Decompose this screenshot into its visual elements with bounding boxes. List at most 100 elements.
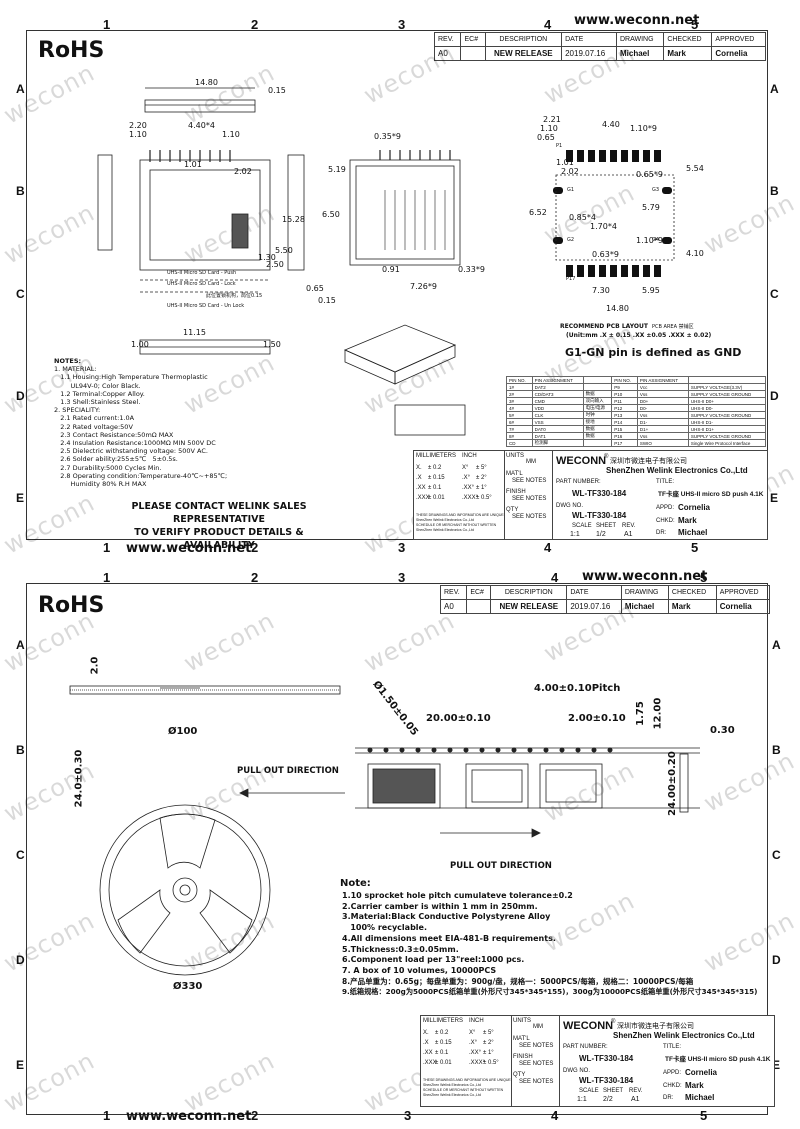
- column-number: 3: [398, 17, 406, 32]
- pin-header: PIN NO.: [506, 376, 533, 384]
- tb-label: FINISH: [506, 489, 526, 495]
- note-line: 2. SPECIALITY:: [54, 406, 101, 415]
- note-line: 2.Carrier camber is within 1 mm in 250mm…: [342, 901, 538, 911]
- rev-cell: Michael: [615, 46, 665, 61]
- row-letter: A: [16, 82, 25, 96]
- rev-header: CHECKED: [663, 32, 713, 47]
- pin-cell: UHS-II D0-: [687, 404, 767, 412]
- tb-cell: .X°: [469, 1040, 478, 1046]
- column-number: 5: [700, 1108, 708, 1123]
- dim-label: 1.10: [129, 130, 147, 139]
- note-line: 1.1 Housing:High Temperature Thermoplast…: [54, 373, 208, 382]
- dim-label: 0.33*9: [458, 265, 485, 274]
- dim-label: 2.02: [234, 167, 252, 176]
- tb-cell: ± 0.15: [435, 1040, 452, 1046]
- tb-cell: .XXX: [416, 495, 430, 501]
- row-letter: E: [16, 1058, 25, 1072]
- pin-cell: D0+: [636, 397, 689, 405]
- note-line: 6.Component load per 13"reel:1000 pcs.: [342, 955, 525, 965]
- pin-cell: Single Wire Protocol Interface: [687, 439, 767, 447]
- column-number: 4: [551, 570, 559, 585]
- tb-small: SCHEDULE OR MERCHANT WITHOUT WRITTEN: [423, 1088, 504, 1092]
- dr-label: DR:: [656, 530, 667, 536]
- dim-label: 15.28: [282, 215, 305, 224]
- pin-cell: 双向输入: [582, 397, 613, 405]
- website-link[interactable]: www.weconn.net: [126, 1109, 252, 1124]
- pin-cell: 5#: [506, 411, 533, 419]
- dim-label: 7.26*9: [410, 282, 437, 291]
- row-letter: D: [772, 953, 781, 967]
- pin-cell: CD/DAT3: [531, 390, 584, 398]
- pin-cell: UHS-II D0+: [687, 397, 767, 405]
- pin-cell: 4#: [506, 404, 533, 412]
- chkd-label: CHKD:: [663, 1083, 682, 1089]
- pin-cell: 2#: [506, 390, 533, 398]
- sheet-frame: [26, 583, 768, 1115]
- material-box: UNITS MM MAT'L SEE NOTES FINISH SEE NOTE…: [504, 451, 553, 539]
- dim-label: Ø100: [168, 726, 198, 737]
- dim-label: 1.01: [556, 158, 574, 167]
- company-name: ShenZhen Welink Electronics Co.,Ltd: [613, 1031, 755, 1040]
- pin-cell: P14: [611, 418, 638, 426]
- rohs-mark: RoHS: [38, 593, 105, 618]
- note-line: 2.3 Contact Resistance:50mΩ MAX: [54, 430, 174, 439]
- pin-cell: 数据: [582, 425, 613, 433]
- dim-label: 2.00±0.10: [568, 713, 626, 724]
- website-link[interactable]: www.weconn.net: [582, 569, 708, 584]
- column-number: 1: [103, 540, 111, 555]
- note-line: 1. MATERIAL:: [54, 365, 97, 374]
- pin-cell: 数据: [582, 390, 613, 398]
- tb-label: UNITS: [506, 453, 524, 459]
- website-link[interactable]: www.weconn.net: [574, 13, 700, 28]
- tolerance-box: MILLIMETERS INCH X. ± 0.2 X° ± 5° .X ± 0…: [414, 451, 505, 539]
- column-number: 5: [691, 540, 699, 555]
- tb-small: ShenZhen Welink Electronics Co.,Ltd: [416, 528, 474, 532]
- chkd-label: CHKD:: [656, 518, 675, 524]
- tb-cell: .XXX°: [462, 495, 479, 501]
- tb-value: SEE NOTES: [512, 478, 547, 484]
- tb-label: QTY: [513, 1072, 526, 1078]
- dim-label: 5.54: [686, 164, 704, 173]
- tb-label: MAT'L: [506, 471, 523, 477]
- website-link[interactable]: www.weconn.net: [126, 541, 252, 556]
- rev-label: REV.: [629, 1088, 643, 1094]
- pin-cell: D1+: [636, 425, 689, 433]
- pin-cell: 8#: [506, 432, 533, 440]
- rev-header: EC#: [460, 32, 486, 47]
- notes-block: NOTES: 1. MATERIAL: 1.1 Housing:High Tem…: [54, 357, 227, 488]
- pin-cell: Vss: [636, 432, 689, 440]
- rohs-mark: RoHS: [38, 38, 105, 63]
- tb-cell: .XXX°: [469, 1060, 486, 1066]
- column-number: 3: [398, 540, 406, 555]
- column-number: 2: [251, 540, 259, 555]
- tb-value: MM: [533, 1024, 543, 1030]
- pad-label: P1: [556, 143, 563, 149]
- dim-label: Ø330: [173, 981, 203, 992]
- pin-cell: Vcc: [636, 383, 689, 391]
- connector-drawings: [97, 87, 675, 436]
- column-number: 4: [544, 540, 552, 555]
- tb-small: ShenZhen Welink Electronics Co.,Ltd: [423, 1093, 481, 1097]
- dim-label: 0.63*9: [592, 250, 619, 259]
- pin-cell: P10: [611, 390, 638, 398]
- company-logo: WECONN: [563, 1020, 614, 1032]
- pin-cell: 6#: [506, 418, 533, 426]
- drawing-sheet-2: 1 2 3 4 5 1 2 3 4 5 A B C D E A B C D E …: [0, 568, 800, 1128]
- dim-label: 24.00±0.20: [666, 751, 678, 816]
- dwg-number: WL-TF330-184: [572, 511, 627, 520]
- appd-value: Cornelia: [685, 1068, 718, 1077]
- drawing-title: TF卡座 UHS-II micro SD push 4.1K: [658, 491, 764, 498]
- chkd-value: Mark: [685, 1081, 704, 1090]
- sheet-label: SHEET: [603, 1088, 624, 1094]
- notes-title: Note:: [340, 878, 371, 889]
- pin-cell: SUPPLY VOLTAGE GROUND: [687, 432, 767, 440]
- pin-cell: 7#: [506, 425, 533, 433]
- tb-cell: ± 0.1: [428, 485, 442, 491]
- dim-label: 2.20: [129, 121, 147, 130]
- pin-header: PIN ASSIGNMENT: [636, 376, 689, 384]
- pull-direction-label: PULL OUT DIRECTION: [450, 861, 552, 871]
- row-letter: D: [770, 389, 779, 403]
